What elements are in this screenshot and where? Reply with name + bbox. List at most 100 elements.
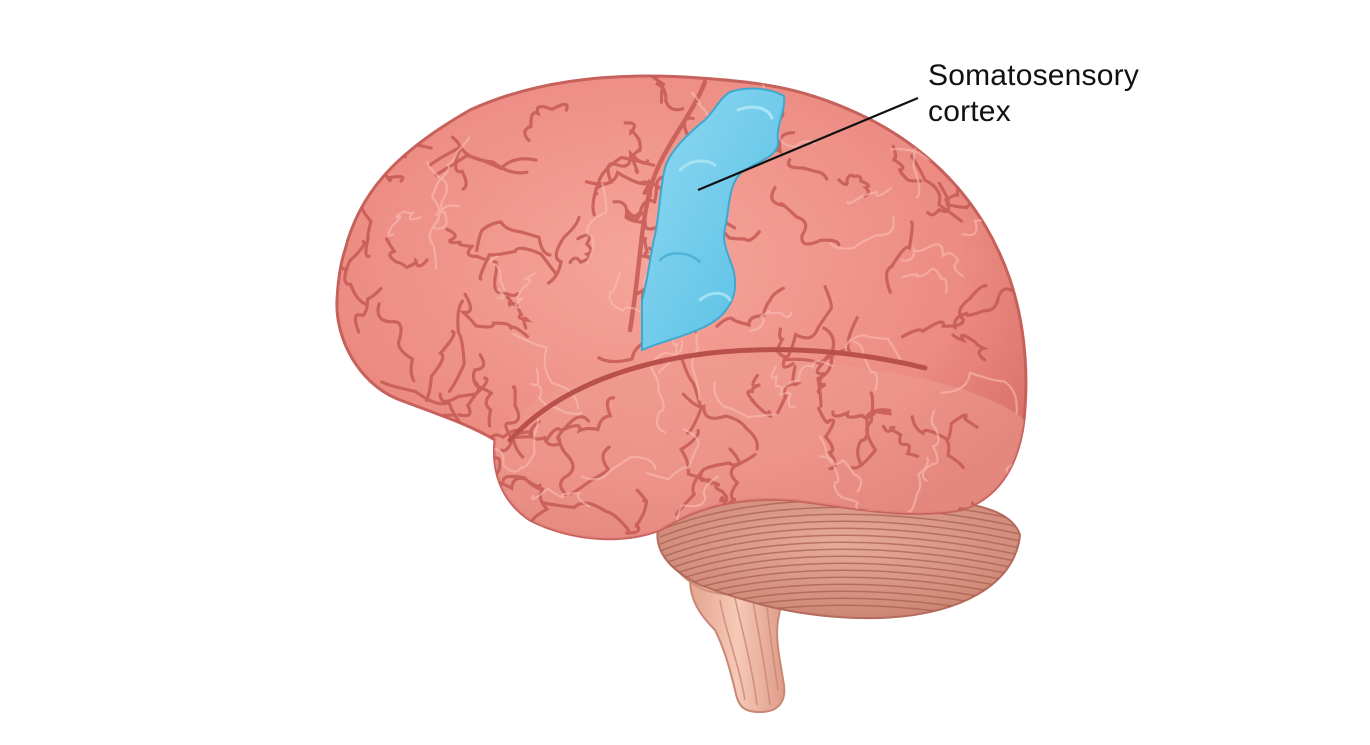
gyrus-fold — [428, 144, 529, 175]
gyrus-fold — [568, 233, 593, 265]
gyrus-fold — [715, 286, 785, 328]
gyrus-fold — [900, 243, 965, 278]
gyrus-fold — [493, 416, 540, 473]
gyrus-fold — [384, 237, 429, 270]
gyrus-fold — [623, 121, 642, 174]
gyrus-fold — [947, 413, 979, 440]
gyrus-fold — [445, 227, 490, 261]
gyrus-fold — [885, 220, 914, 294]
gyrus-fold — [909, 154, 964, 223]
gyrus-fold — [780, 359, 834, 391]
gyrus-fold — [846, 187, 893, 205]
gyrus-fold — [983, 183, 1019, 211]
cerebrum — [335, 74, 1028, 541]
gyrus-fold — [380, 380, 470, 434]
gyrus-fold — [569, 445, 611, 496]
gyrus-fold — [475, 220, 552, 257]
gyrus-fold — [786, 285, 833, 358]
gyrus-fold — [430, 136, 471, 216]
gyrus-fold — [910, 415, 965, 470]
gyrus-fold — [438, 376, 489, 403]
gyrus-fold — [831, 409, 892, 420]
gyrus-fold — [336, 514, 349, 539]
gyrus-fold — [528, 368, 583, 416]
structure-label-line2: cortex — [928, 95, 1011, 128]
gyrus-fold — [1008, 164, 1026, 203]
gyrus-fold — [343, 239, 367, 306]
gyrus-fold — [818, 435, 863, 493]
gyrus-fold — [504, 385, 525, 459]
gyrus-fold — [458, 292, 529, 338]
gyrus-fold — [921, 409, 940, 482]
gyrus-fold — [353, 287, 383, 334]
gyrus-fold — [591, 155, 656, 217]
gyrus-fold — [650, 338, 684, 434]
gyrus-fold — [556, 415, 590, 496]
gyrus-fold — [499, 420, 541, 453]
gyrus-fold — [844, 333, 901, 362]
gyrus-fold — [907, 456, 929, 513]
gyrus-fold — [580, 455, 657, 481]
gyrus-fold — [389, 75, 451, 132]
gyrus-fold — [901, 267, 948, 294]
cerebellum-folium — [659, 534, 1020, 566]
structure-label-line1: Somatosensory — [928, 59, 1140, 92]
gyrus-fold — [746, 373, 773, 418]
gyrus-fold — [770, 185, 841, 247]
gyrus-fold — [818, 455, 874, 513]
cerebellum-folium — [659, 541, 1020, 573]
gyrus-fold — [489, 255, 506, 300]
gyrus-fold — [891, 144, 923, 183]
gyrus-fold — [542, 501, 631, 533]
gyrus-fold — [426, 160, 448, 230]
gyrus-fold — [501, 474, 550, 527]
gyrus-fold — [713, 381, 776, 419]
gyrus-fold — [487, 428, 559, 447]
gyrus-fold — [837, 173, 871, 198]
gyrus-fold — [641, 75, 685, 112]
gyrus-fold — [881, 424, 920, 458]
gyrus-fold — [940, 371, 1018, 415]
gyrus-fold — [645, 428, 700, 481]
cerebellum-folium — [659, 555, 1020, 587]
gyrus-fold — [342, 447, 393, 468]
gyrus-fold — [376, 302, 416, 383]
gyrus-fold — [680, 356, 703, 435]
gyrus-fold — [387, 210, 422, 237]
gyrus-fold — [360, 204, 373, 258]
gyrus-fold — [336, 496, 360, 524]
gyrus-fold — [951, 333, 989, 362]
cerebellum-folium — [659, 506, 1020, 538]
cerebellum-folium — [659, 527, 1020, 559]
cerebellum-folium — [659, 520, 1020, 552]
gyrus-fold — [612, 200, 667, 231]
gyrus-fold — [514, 272, 536, 309]
gyrus-fold — [786, 158, 829, 181]
gyrus-fold — [770, 365, 796, 409]
gyrus-fold — [817, 406, 837, 471]
gyrus-fold — [428, 204, 460, 270]
gyrus-fold — [900, 284, 988, 339]
gyrus-fold — [547, 215, 581, 285]
gyrus-fold — [726, 447, 741, 517]
gyrus-fold — [1002, 149, 1026, 219]
gyrus-fold — [447, 299, 466, 393]
central-sulcus — [627, 79, 708, 333]
gyrus-fold — [608, 271, 646, 316]
gyrus-fold — [419, 429, 452, 490]
gyrus-fold — [698, 471, 729, 511]
gyrus-fold — [926, 183, 964, 217]
gyrus-fold — [348, 105, 372, 167]
gyrus-fold — [816, 326, 836, 408]
gyrus-fold — [471, 353, 494, 428]
gyrus-fold — [975, 164, 1026, 187]
cerebellum-folium — [659, 513, 1020, 545]
cerebellum-folium — [659, 562, 1020, 594]
gyrus-fold — [674, 475, 719, 530]
gyrus-fold — [675, 453, 757, 517]
gyrus-fold — [523, 102, 569, 143]
gyrus-fold — [478, 246, 558, 281]
gyrus-fold — [424, 330, 456, 402]
gyrus-fold — [336, 75, 360, 162]
